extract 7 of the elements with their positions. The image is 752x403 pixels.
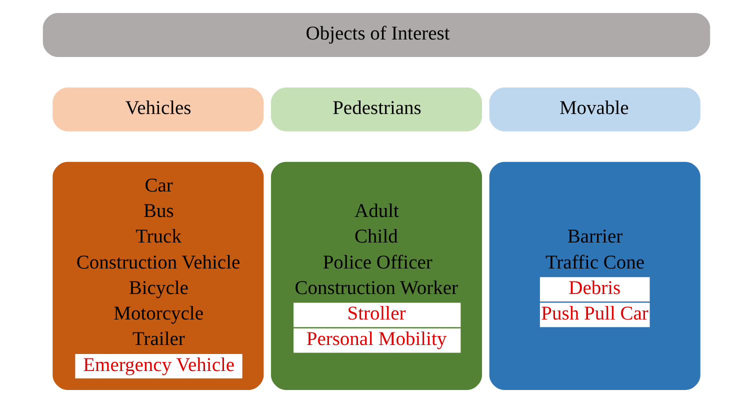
- node-box: Pedestrians: [270, 87, 482, 132]
- node-box: Car Bus Truck Construction Vehicle Bicycle Motorcycle Trailer Emergency Vehicle: [52, 162, 264, 390]
- node-box: Barrier Traffic Cone Debris Push Pull Car: [488, 162, 700, 390]
- node-box: Movable: [488, 87, 700, 132]
- node-box: Objects of Interest: [42, 13, 710, 57]
- node-box: Vehicles: [52, 87, 264, 132]
- node-box: Adult Child Police Officer Construction Worker Stroller Personal Mobility: [270, 162, 482, 390]
